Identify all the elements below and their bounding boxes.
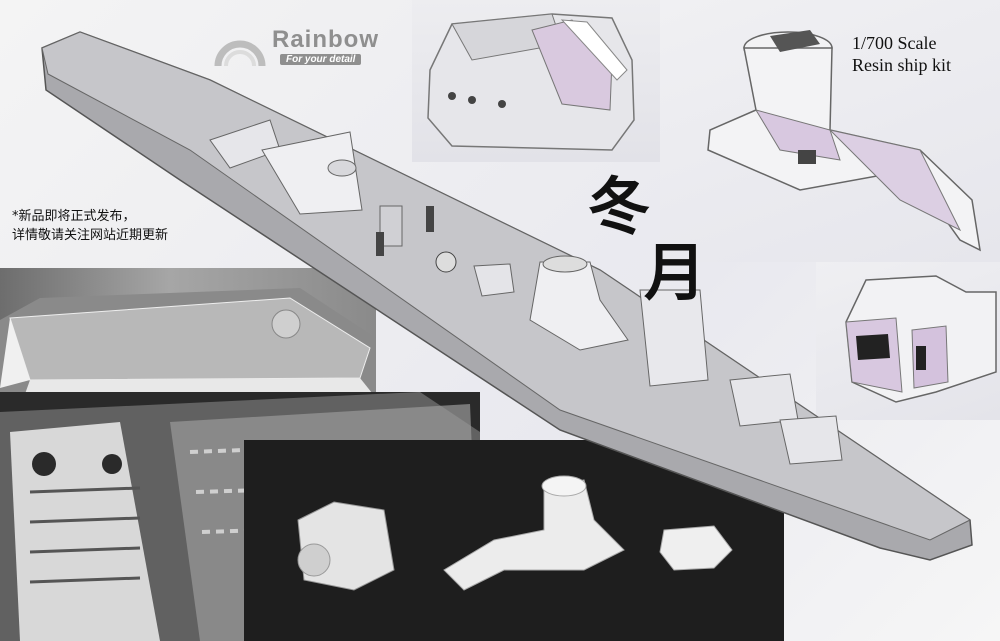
aft-tower <box>639 289 709 387</box>
ship-name: 冬 月 <box>588 174 748 306</box>
brand-name: Rainbow <box>272 26 379 53</box>
scale-line: 1/700 Scale <box>852 33 937 53</box>
funnel-render <box>707 30 981 252</box>
scale-label: 1/700 Scale Resin ship kit <box>852 32 951 76</box>
kit-type-line: Resin ship kit <box>852 55 952 75</box>
release-notice: *新品即将正式发布， 详情敬请关注网站近期更新 <box>12 207 168 245</box>
bridge-render <box>845 275 997 403</box>
bridge-render-panel <box>816 262 1000 420</box>
notice-line-1: *新品即将正式发布， <box>12 209 136 224</box>
rainbow-arc-icon <box>214 40 266 67</box>
mast <box>379 205 403 247</box>
notice-line-2: 详情敬请关注网站近期更新 <box>12 228 169 243</box>
funnel-render-panel <box>660 0 1000 262</box>
deck-photo-render <box>0 288 376 418</box>
brand-logo: Rainbow For your detail <box>214 26 384 72</box>
turret-render-panel <box>412 0 660 162</box>
aft-turret-2 <box>779 415 843 465</box>
ship-name-char-1: 冬 <box>588 170 651 243</box>
funnel <box>529 261 629 351</box>
turret-render <box>427 13 635 151</box>
aft-turret-1 <box>729 373 799 427</box>
resin-parts-render <box>297 475 733 591</box>
bridge <box>261 131 363 215</box>
ship-name-char-2: 月 <box>644 236 707 309</box>
brand-tagline: For your detail <box>280 54 362 65</box>
